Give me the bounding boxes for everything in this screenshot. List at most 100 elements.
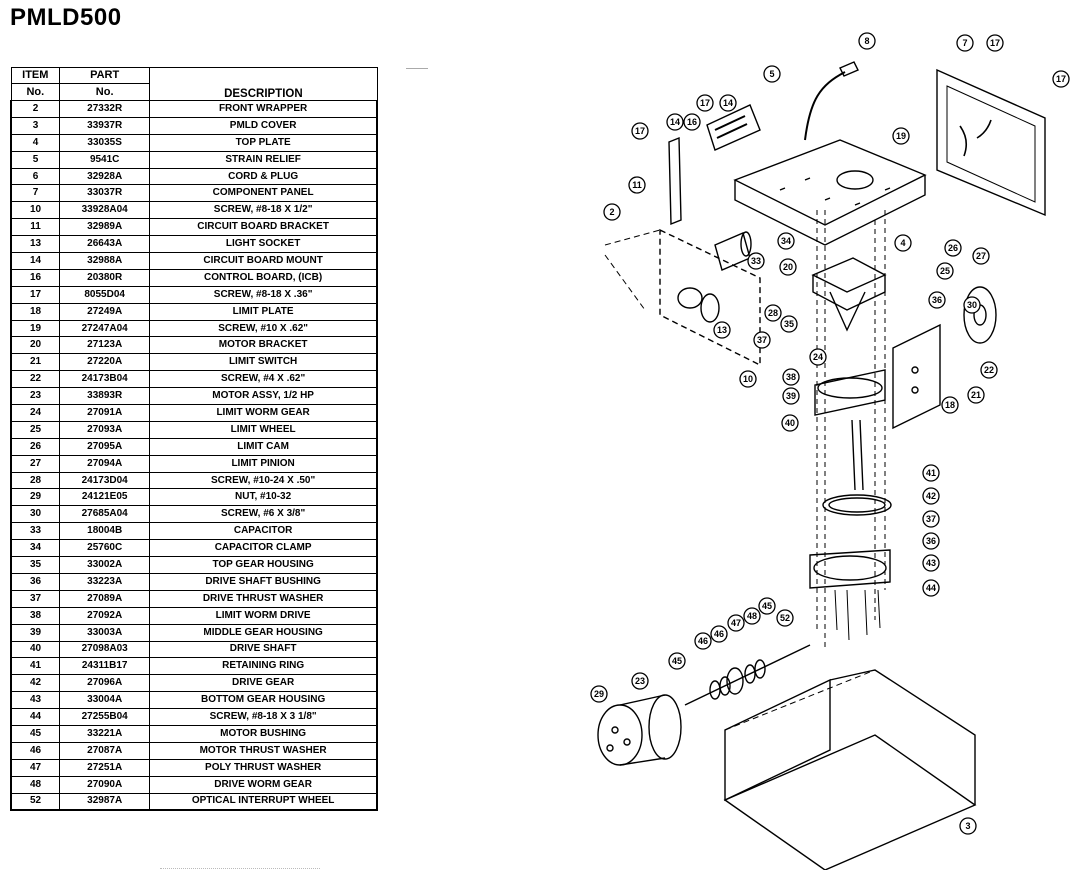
part-number-cell: 27255B04 (59, 708, 151, 726)
circuit-board (706, 104, 761, 151)
part-number-cell: 33003A (59, 623, 151, 642)
part-number-cell: 27092A (59, 606, 151, 625)
callout-label: 45 (762, 601, 772, 611)
callout-label: 23 (635, 676, 645, 686)
item-number-cell: 42 (10, 674, 61, 693)
description-cell: DRIVE SHAFT BUSHING (149, 572, 379, 591)
scan-mark (406, 68, 428, 69)
description-cell: MOTOR ASSY, 1/2 HP (149, 387, 379, 406)
item-number-cell: 29 (10, 488, 61, 507)
description-cell: LIMIT WORM DRIVE (149, 606, 379, 625)
description-cell: MOTOR THRUST WASHER (149, 741, 379, 760)
callout-circle (858, 32, 876, 50)
limit-plate (892, 323, 941, 430)
item-header: ITEM (10, 67, 61, 84)
callout-circle (894, 234, 912, 252)
item-number-cell: 41 (10, 657, 61, 676)
callout-label: 16 (687, 117, 697, 127)
callout-circle (782, 387, 800, 405)
callout-label: 17 (635, 126, 645, 136)
callout-circle (777, 232, 795, 250)
callout-circle (959, 817, 977, 835)
part-number-cell: 9541C (59, 150, 151, 169)
item-number-cell: 39 (10, 623, 61, 642)
part-callout: 17 (696, 94, 714, 112)
part-number-cell: 33937R (59, 116, 151, 135)
description-cell: SCREW, #6 X 3/8" (149, 505, 379, 524)
part-number-cell: 27098A03 (59, 640, 151, 659)
part-callout: 17 (1052, 70, 1070, 88)
part-callout: 37 (922, 510, 940, 528)
item-number-cell: 18 (10, 302, 61, 321)
item-number-cell: 24 (10, 404, 61, 422)
callout-circle (967, 386, 985, 404)
part-callout: 36 (922, 532, 940, 550)
callout-label: 5 (769, 69, 774, 79)
description-cell: TOP PLATE (149, 133, 379, 152)
part-number-cell: 27091A (59, 404, 151, 422)
callout-circle (922, 510, 940, 528)
item-number-cell: 36 (10, 572, 61, 591)
description-cell: NUT, #10-32 (149, 488, 379, 507)
callout-circle (668, 652, 686, 670)
callout-circle (696, 94, 714, 112)
item-number-cell: 5 (10, 150, 61, 169)
callout-label: 46 (698, 636, 708, 646)
bottom-gear-housing (809, 549, 891, 589)
description-cell: LIMIT PINION (149, 454, 379, 473)
callout-circle (922, 464, 940, 482)
item-number-cell: 35 (10, 556, 61, 574)
callout-circle (944, 239, 962, 257)
part-number-cell: 27090A (59, 775, 151, 794)
part-number-cell: 33002A (59, 556, 151, 574)
part-number-cell: 24173D04 (59, 471, 151, 490)
part-number-cell: 24121E05 (59, 488, 151, 507)
description-cell: COMPONENT PANEL (149, 184, 379, 203)
description-cell: RETAINING RING (149, 657, 379, 676)
callout-label: 36 (926, 536, 936, 546)
callout-circle (986, 34, 1004, 52)
description-cell: LIMIT WHEEL (149, 420, 379, 439)
callout-circle (809, 348, 827, 366)
part-callout: 14 (719, 94, 737, 112)
item-header-line2: No. (10, 83, 61, 101)
callout-circle (764, 304, 782, 322)
callout-circle (713, 321, 731, 339)
part-callout: 25 (936, 262, 954, 280)
item-number-cell: 48 (10, 775, 61, 794)
part-callout: 46 (694, 632, 712, 650)
part-header: PART (59, 67, 151, 84)
part-callout: 22 (980, 361, 998, 379)
part-callout: 7 (956, 34, 974, 52)
part-callout: 35 (780, 315, 798, 333)
part-callout: 44 (922, 579, 940, 597)
callout-circle (710, 625, 728, 643)
item-number-cell: 21 (10, 353, 61, 372)
callout-circle (590, 685, 608, 703)
callout-label: 25 (940, 266, 950, 276)
worm-shaft (684, 644, 811, 706)
item-number-cell: 3 (10, 116, 61, 135)
part-callout: 30 (963, 296, 981, 314)
diagram-drawing (597, 61, 1046, 870)
callout-circle (753, 331, 771, 349)
description-cell: DRIVE WORM GEAR (149, 775, 379, 794)
item-number-cell: 34 (10, 539, 61, 558)
callout-label: 33 (751, 256, 761, 266)
page-title: PMLD500 (10, 4, 122, 31)
callout-label: 3 (965, 821, 970, 831)
part-number-cell: 33928A04 (59, 201, 151, 220)
